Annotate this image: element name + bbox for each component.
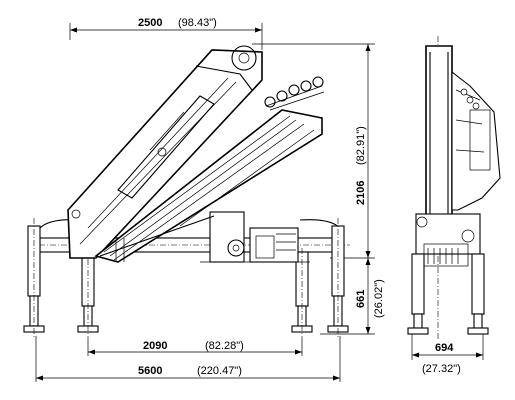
outer-span-mm-label: 5600: [138, 365, 162, 377]
side-width-mm-label: 694: [435, 342, 454, 354]
height-mm-label: 2106: [355, 181, 367, 205]
crane-front-view: [23, 45, 350, 338]
dimension-outer-span: 5600 (220.47"): [35, 336, 341, 382]
outrigger-leg-right-outer: [327, 218, 349, 338]
outrigger-leg-left-outer: [23, 218, 45, 338]
side-leg-left: [411, 253, 425, 315]
inner-span-mm-label: 2090: [143, 340, 167, 352]
leg-height-mm-label: 661: [355, 290, 367, 308]
leg-height-in-label: (26.02"): [373, 279, 385, 318]
boom-link: [99, 215, 215, 257]
inner-span-in-label: (82.28"): [205, 340, 244, 352]
width-mm-label: 2500: [138, 17, 162, 29]
outrigger-leg-left-inner: [77, 248, 99, 338]
side-width-in-label: (27.32"): [422, 363, 461, 375]
side-boom: [451, 70, 501, 211]
height-in-label: (82.91"): [355, 126, 367, 165]
dimension-inner-span: 2090 (82.28"): [87, 338, 303, 356]
dimension-width: 2500 (98.43"): [69, 17, 263, 50]
dimension-height: 2106 (82.91"): [252, 43, 375, 259]
boom-hose-rollers: [264, 76, 325, 111]
boom-pivot: [231, 45, 257, 71]
dimension-side-width: 694 (27.32"): [411, 334, 484, 375]
crane-column: [200, 211, 310, 263]
crane-side-view: [407, 36, 501, 340]
dimension-leg-height: 661 (26.02"): [320, 258, 385, 335]
side-base: [415, 213, 481, 255]
telescopic-boom: [94, 109, 323, 263]
outrigger-leg-right-inner: [291, 248, 313, 338]
outer-span-in-label: (220.47"): [197, 365, 242, 377]
lift-cylinder: [117, 95, 215, 199]
width-in-label: (98.43"): [178, 17, 217, 29]
side-leg-right: [471, 253, 485, 315]
